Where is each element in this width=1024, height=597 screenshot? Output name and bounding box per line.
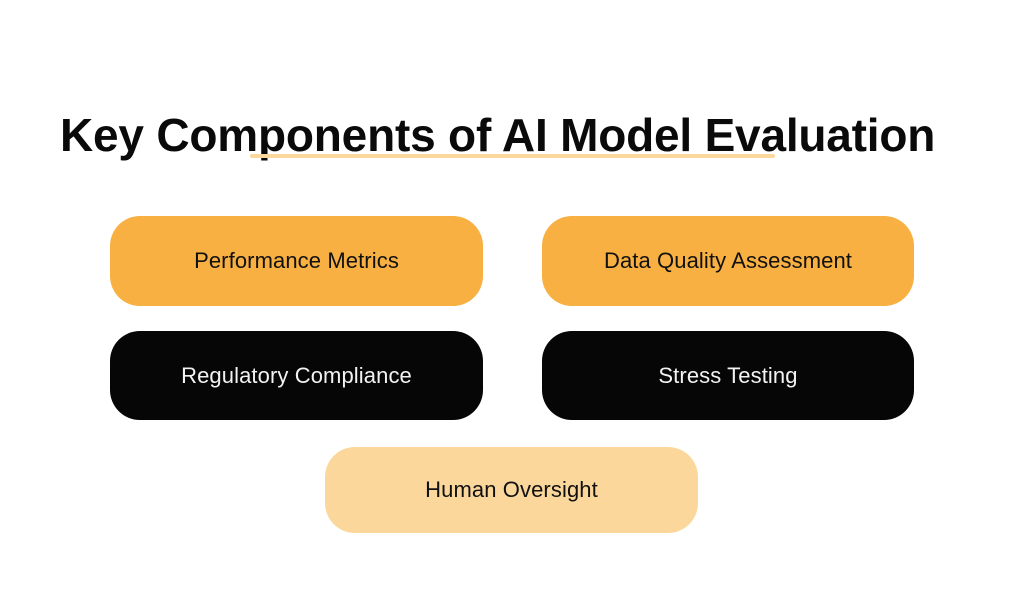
title-divider: [250, 154, 775, 158]
component-card-grid: Performance Metrics Data Quality Assessm…: [0, 216, 1024, 536]
card-performance-metrics[interactable]: Performance Metrics: [110, 216, 483, 306]
card-label: Data Quality Assessment: [603, 248, 853, 273]
card-label: Human Oversight: [425, 477, 598, 502]
card-regulatory-compliance[interactable]: Regulatory Compliance: [110, 331, 483, 420]
card-label: Performance Metrics: [194, 248, 399, 273]
card-data-quality-assessment[interactable]: Data Quality Assessment: [542, 216, 914, 306]
card-label: Stress Testing: [658, 362, 798, 388]
card-human-oversight[interactable]: Human Oversight: [325, 447, 698, 533]
page-title: Key Components of AI Model Evaluation: [60, 108, 936, 161]
card-label: Regulatory Compliance: [181, 362, 412, 388]
card-stress-testing[interactable]: Stress Testing: [542, 331, 914, 420]
